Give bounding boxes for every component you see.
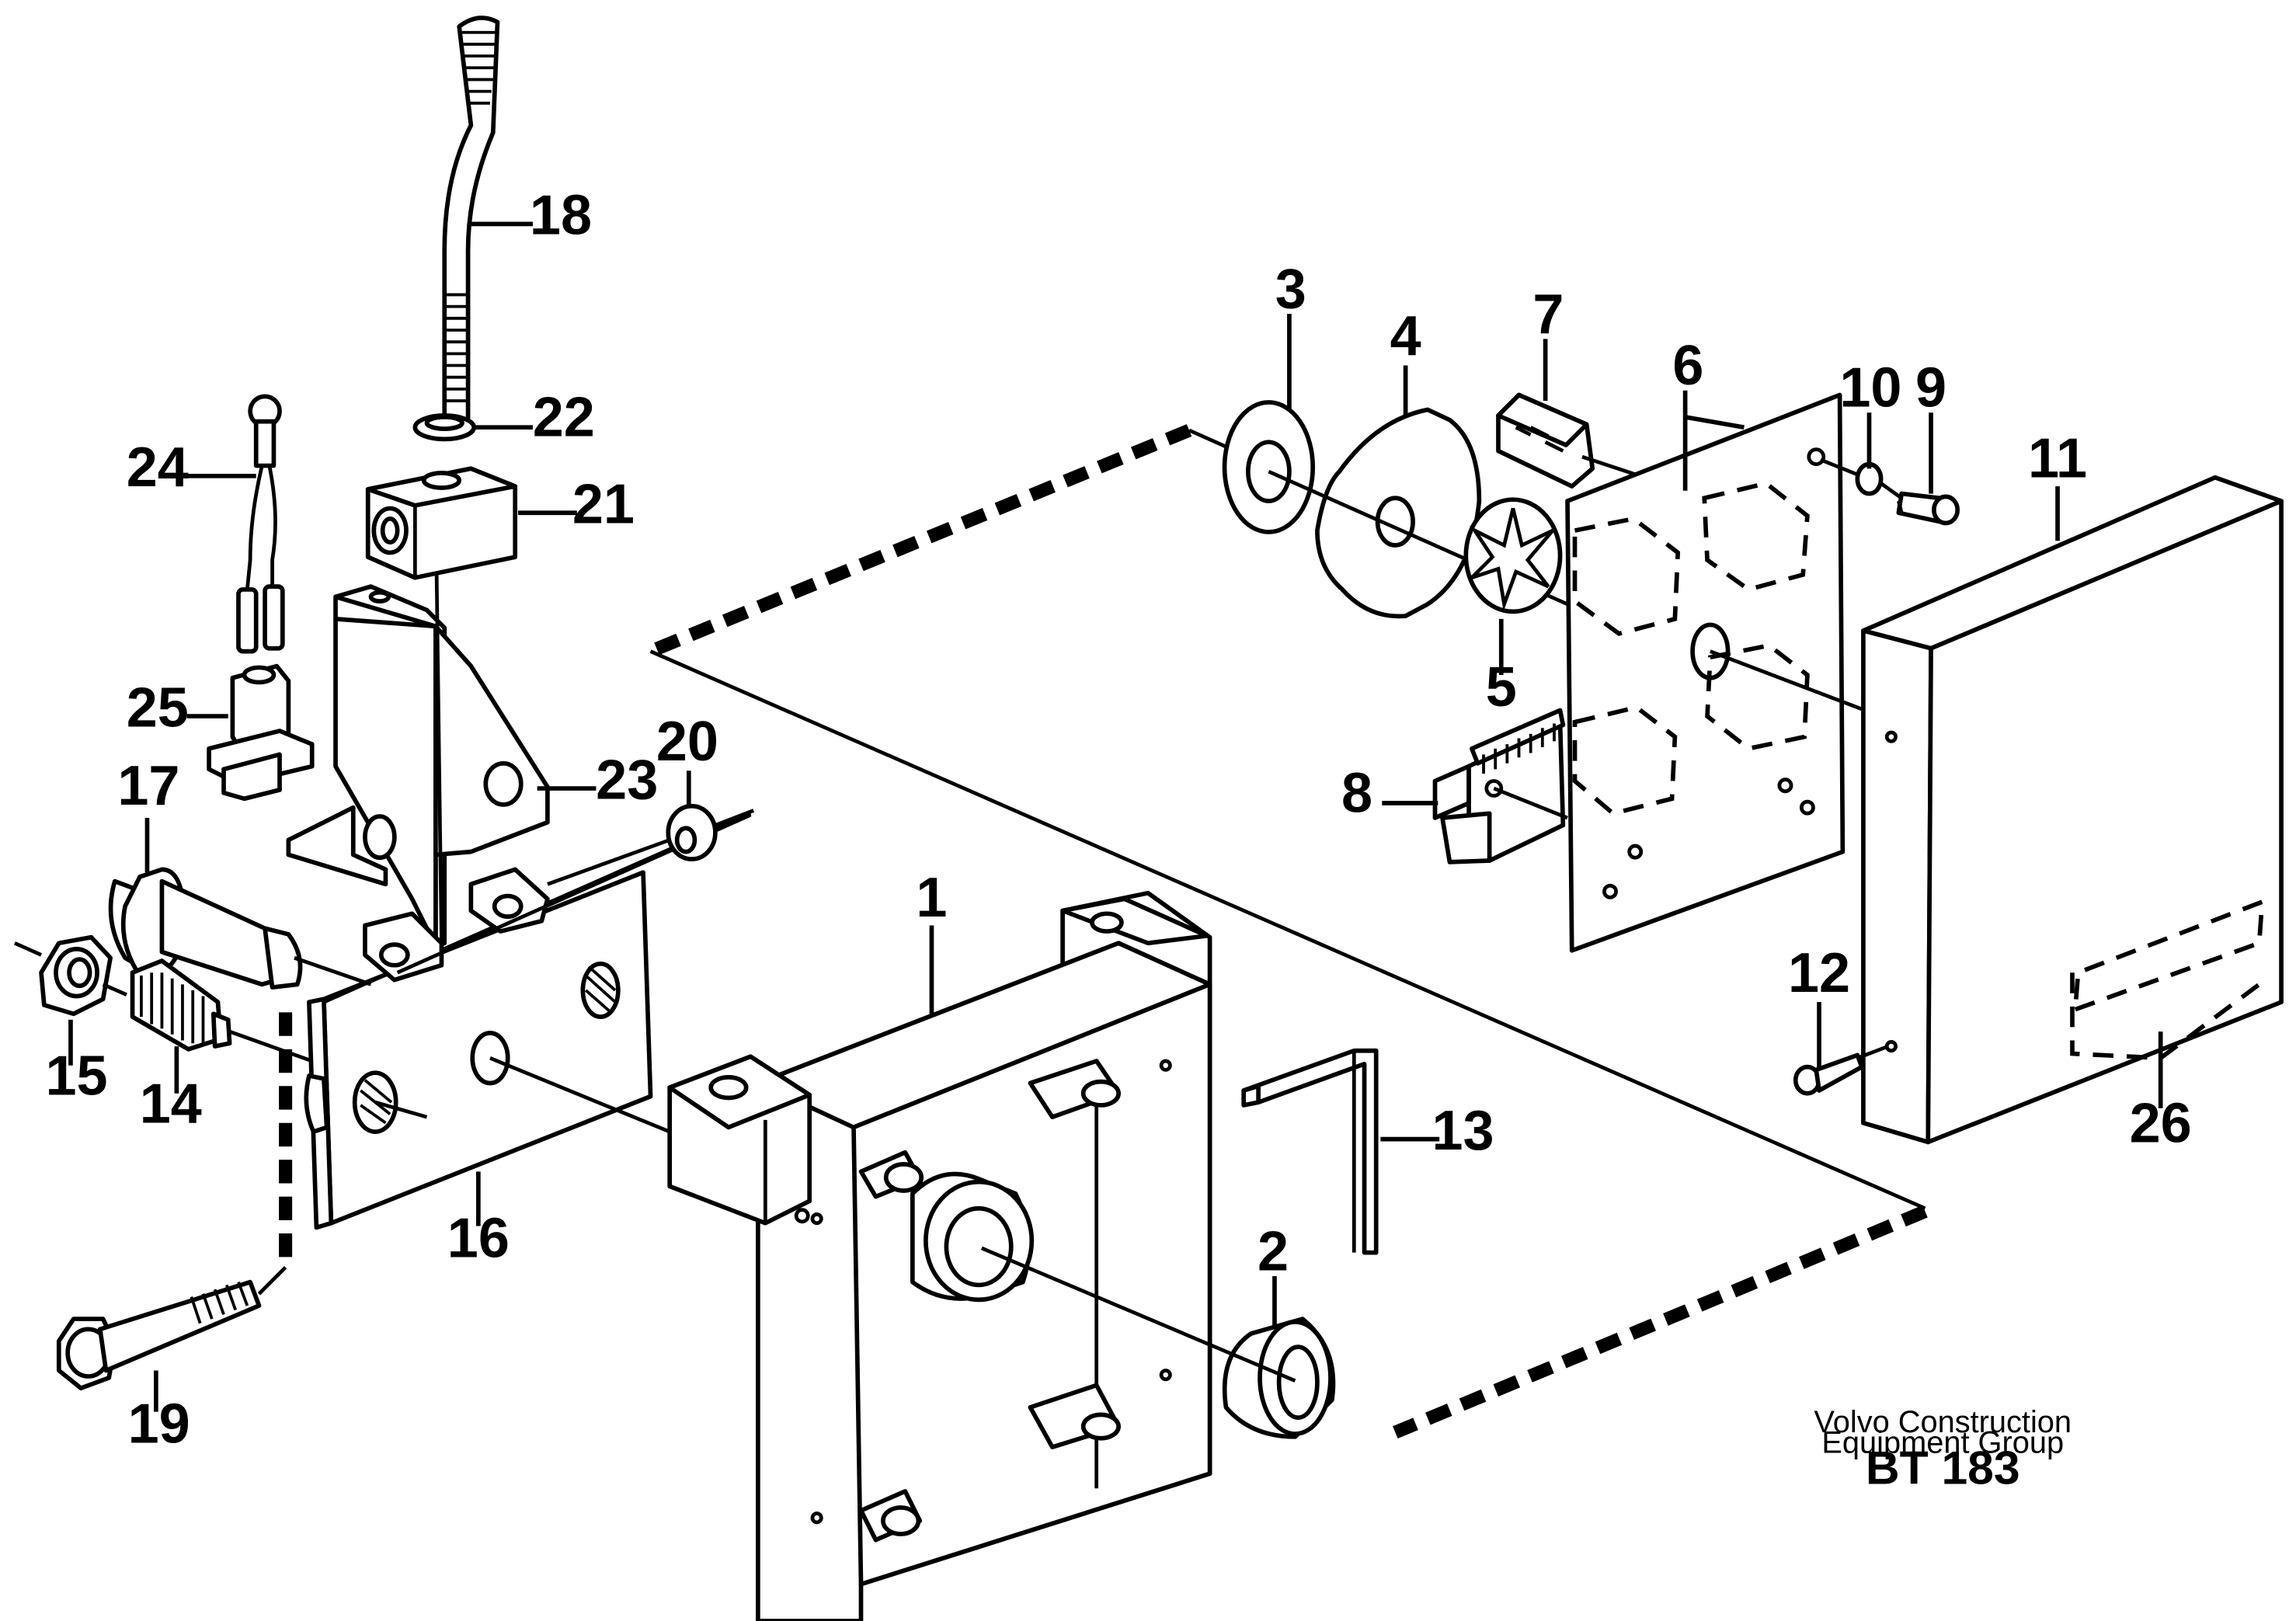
callout-5: 5 <box>1486 656 1517 718</box>
callout-17: 17 <box>117 755 179 817</box>
leader-lines <box>68 221 2163 1412</box>
callout-26: 26 <box>2130 1092 2192 1154</box>
part-14-threaded-pin <box>130 958 232 1052</box>
company-name-line2: Equipment Group <box>1821 1426 2064 1460</box>
callout-1: 1 <box>916 867 947 929</box>
drawing-footer: Volvo Construction Equipment Group BT 18… <box>1814 1405 2072 1494</box>
lower-mounting-lugs <box>363 813 752 983</box>
callout-4: 4 <box>1390 305 1421 367</box>
part-12-screw <box>1793 1052 1864 1096</box>
plate-hole-threads <box>360 965 617 1125</box>
part-19-long-bolt <box>56 1279 262 1391</box>
part-24-indicator-lamp <box>236 394 285 654</box>
part-21-lever-block <box>365 466 518 580</box>
mounting-block <box>667 1054 812 1226</box>
spacer-rods <box>858 1059 1121 1543</box>
part-23-bracket <box>286 501 550 948</box>
callout-10: 10 <box>1839 357 1901 419</box>
callout-11: 11 <box>2028 428 2087 490</box>
terminal-ridges <box>1482 723 1556 774</box>
part-6-circuit-plate <box>1565 392 1845 953</box>
long-bolt-thread <box>190 1281 249 1324</box>
company-name-line1: Volvo Construction <box>1814 1405 2072 1439</box>
part-15-nut <box>39 934 113 1017</box>
part-9-screw <box>1896 491 1960 526</box>
part-5-star-washer <box>1463 497 1563 614</box>
lever-thread-bottom <box>444 293 468 402</box>
callout-24: 24 <box>127 437 189 499</box>
part-22-nut <box>412 413 476 442</box>
part-7-micro-switch <box>1496 392 1595 489</box>
callout-23: 23 <box>596 749 658 811</box>
callout-3: 3 <box>1275 258 1306 320</box>
callout-25: 25 <box>127 677 189 739</box>
part-10-lock-washer <box>1855 461 1884 496</box>
callout-6: 6 <box>1672 335 1703 397</box>
callout-8: 8 <box>1341 762 1372 824</box>
callout-18: 18 <box>530 185 592 247</box>
part-3-washer <box>1222 400 1316 534</box>
part-13-hex-key <box>1241 1048 1379 1255</box>
part-2-bushing <box>1222 1317 1336 1439</box>
hidden-components <box>1572 481 1810 816</box>
part-1-main-bracket <box>756 890 1212 1621</box>
part-8-terminal-block <box>1432 708 1566 864</box>
bearing-boss <box>910 1171 1035 1303</box>
callout-22: 22 <box>533 387 595 449</box>
callout-13: 13 <box>1432 1100 1494 1162</box>
callout-labels: 1 2 3 4 5 6 7 8 9 10 11 12 13 14 15 16 1… <box>45 185 2191 1456</box>
callout-16: 16 <box>447 1207 510 1269</box>
part-26-label-area <box>2070 898 2265 1061</box>
callout-14: 14 <box>140 1073 202 1136</box>
callout-2: 2 <box>1258 1220 1289 1282</box>
callout-19: 19 <box>128 1393 190 1455</box>
callout-12: 12 <box>1788 942 1850 1004</box>
callout-20: 20 <box>656 711 718 773</box>
part-18-lever <box>442 16 500 427</box>
callout-9: 9 <box>1915 357 1946 419</box>
callout-7: 7 <box>1532 284 1564 346</box>
lever-thread-top <box>461 30 496 105</box>
part-17-bolt <box>108 867 303 990</box>
drawing-code: BT 183 <box>1866 1442 2020 1494</box>
pin-thread <box>140 972 205 1044</box>
assembly-dashed-outline <box>257 424 1928 1439</box>
part-20-washer <box>666 803 718 861</box>
callout-21: 21 <box>572 473 635 535</box>
callout-15: 15 <box>45 1045 107 1108</box>
part-25-socket <box>207 663 315 802</box>
part-11-cover <box>1861 475 2284 1145</box>
part-4-cam-disc <box>1315 407 1482 619</box>
